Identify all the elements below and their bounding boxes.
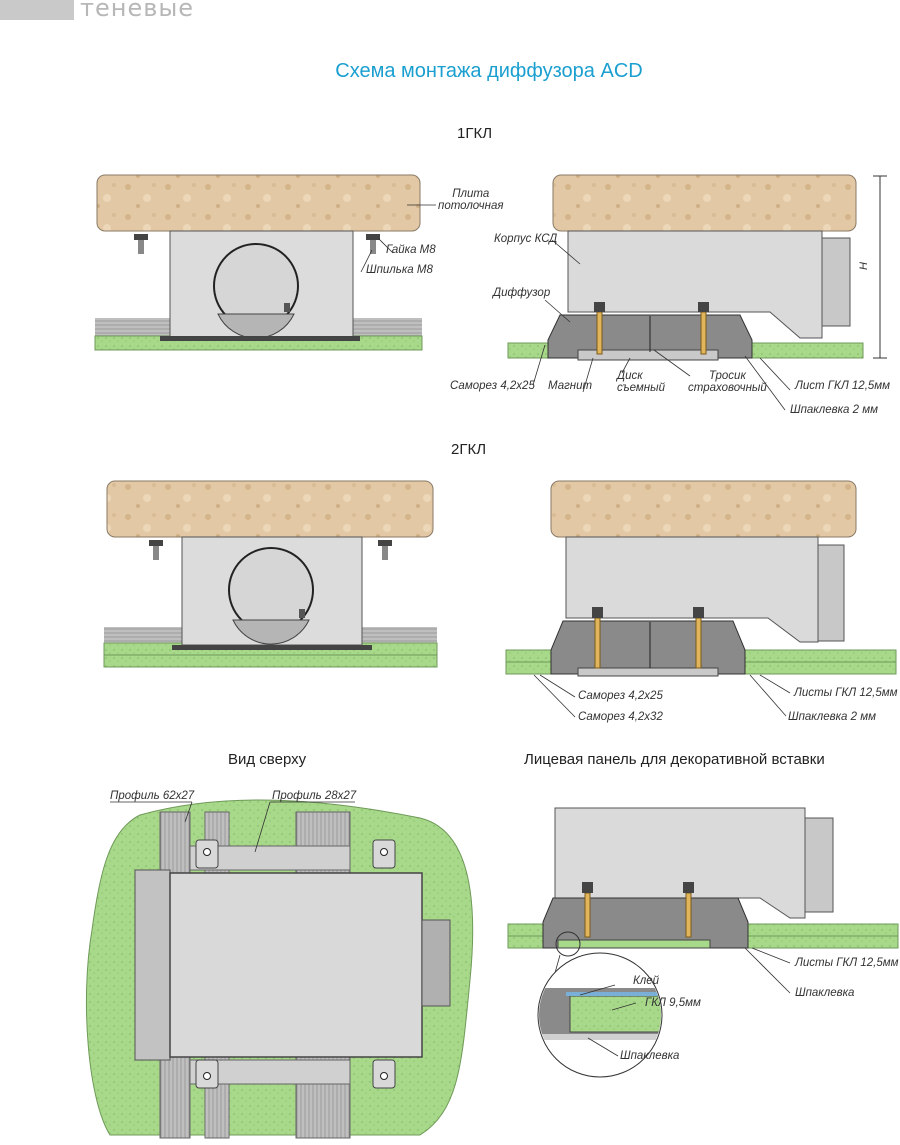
section-face-panel-title: Лицевая панель для декоративной вставки bbox=[524, 751, 825, 768]
section-2gkl-side-view bbox=[505, 480, 897, 677]
ceiling-slab bbox=[96, 174, 421, 232]
drywall-sheet bbox=[103, 654, 438, 668]
label-screw-32: Саморез 4,2х32 bbox=[578, 711, 663, 723]
top-view-drawing bbox=[85, 799, 474, 1139]
section-2gkl-front-view bbox=[103, 480, 438, 668]
label-gkl-sheets: Листы ГКЛ 12,5мм bbox=[794, 687, 898, 699]
label-putty-2mm: Шпаклевка 2 мм bbox=[790, 404, 879, 416]
section-2gkl-title: 2ГКЛ bbox=[451, 441, 487, 458]
label-stud-m8: Шпилька М8 bbox=[366, 264, 433, 276]
label-magnet: Магнит bbox=[548, 380, 593, 392]
duct-circle bbox=[228, 547, 314, 633]
ceiling-slab bbox=[552, 174, 857, 232]
section-1gkl-title: 1ГКЛ bbox=[457, 125, 493, 142]
label-screw-25: Саморез 4,2х25 bbox=[450, 380, 535, 392]
label-nut-m8: Гайка М8 bbox=[386, 244, 436, 256]
housing-box bbox=[567, 230, 823, 339]
ceiling-slab bbox=[106, 480, 434, 538]
ceiling-slab bbox=[550, 480, 857, 538]
diffuser-body bbox=[550, 620, 746, 675]
housing-top bbox=[169, 872, 423, 1058]
section-1gkl-side-view bbox=[507, 174, 887, 361]
section-1gkl-front-view bbox=[94, 174, 423, 351]
label-removable-disk: Диск съемный bbox=[617, 370, 665, 394]
page-title: Схема монтажа диффузора ACD bbox=[335, 60, 643, 82]
label-safety-cable: Тросик страховочный bbox=[688, 370, 767, 394]
label-gkl-sheets: Листы ГКЛ 12,5мм bbox=[795, 957, 899, 969]
label-slab: Плита потолочная bbox=[438, 188, 504, 212]
brand-text: теневые bbox=[80, 0, 195, 22]
label-putty: Шпаклевка bbox=[795, 987, 855, 999]
brand-bar bbox=[0, 0, 74, 20]
label-profile-28x27: Профиль 28х27 bbox=[272, 790, 357, 802]
label-housing-ksd: Корпус КСД bbox=[494, 233, 558, 245]
section-top-view-title: Вид сверху bbox=[228, 751, 307, 768]
label-putty-detail: Шпаклевка bbox=[620, 1050, 680, 1062]
label-profile-62x27: Профиль 62х27 bbox=[110, 790, 195, 802]
housing-box bbox=[565, 536, 819, 643]
face-panel-drawing bbox=[507, 807, 899, 1078]
diffuser-body bbox=[542, 897, 749, 949]
label-screw-25: Саморез 4,2х25 bbox=[578, 690, 663, 702]
label-glue: Клей bbox=[633, 975, 660, 987]
label-gkl-9-5mm: ГКЛ 9,5мм bbox=[645, 997, 701, 1009]
label-putty-2mm: Шпаклевка 2 мм bbox=[788, 711, 877, 723]
label-diffuser: Диффузор bbox=[493, 287, 551, 299]
height-mark: H bbox=[858, 262, 870, 270]
label-gkl-sheet: Лист ГКЛ 12,5мм bbox=[795, 380, 891, 392]
